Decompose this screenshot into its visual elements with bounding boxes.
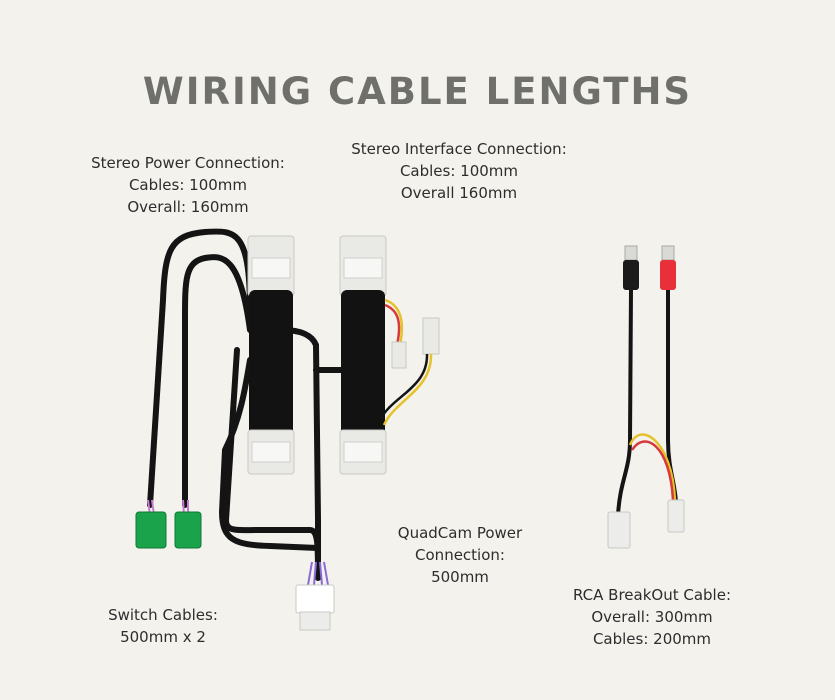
switch-connectors [135,499,202,549]
stereo-interface-label: Stereo Interface Connection: Cables: 100… [351,140,567,202]
stereo-power-harness [247,235,295,475]
stereo-interface-harness [339,235,440,475]
quadcam-power-connector [295,561,335,631]
switch-cables-label: Switch Cables: 500mm x 2 [108,606,218,646]
rca-breakout-label: RCA BreakOut Cable: Overall: 300mm Cable… [572,586,731,648]
page-title: Wiring Cable Lengths [142,70,693,113]
rca-breakout-cable [607,245,685,549]
switch-cable-loops [147,228,348,581]
quadcam-power-label: QuadCam Power Connection: 500mm [397,524,523,586]
stereo-power-label: Stereo Power Connection: Cables: 100mm O… [91,154,285,216]
